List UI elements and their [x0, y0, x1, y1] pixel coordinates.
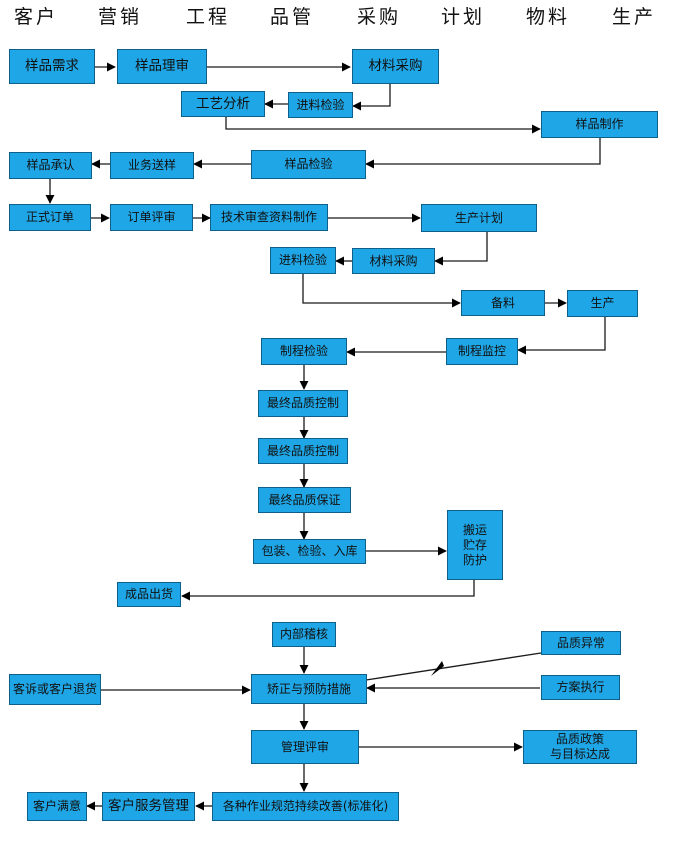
node-handling: 搬运 贮存 防护 — [447, 510, 503, 580]
node-incoming-inspection-1: 进料检验 — [288, 92, 353, 118]
node-customer-service: 客户服务管理 — [102, 792, 195, 821]
node-process-monitoring: 制程监控 — [446, 338, 518, 365]
node-final-qc-2: 最终品质控制 — [258, 438, 348, 464]
arrow-making-to-inspection — [365, 138, 601, 169]
node-management-review: 管理评审 — [251, 730, 359, 764]
arrow-handling-to-shipment — [181, 580, 475, 601]
node-internal-audit: 内部稽核 — [272, 622, 336, 647]
node-business-delivery: 业务送样 — [110, 152, 194, 179]
node-material-prep: 备料 — [461, 290, 545, 316]
header-planning: 计划 — [441, 6, 486, 28]
node-material-purchase-1: 材料采购 — [352, 49, 439, 84]
node-incoming-inspection-2: 进料检验 — [270, 247, 336, 274]
header-materials: 物料 — [526, 6, 571, 28]
node-process-inspection: 制程检验 — [261, 338, 347, 365]
node-final-qc-1: 最终品质控制 — [258, 390, 348, 417]
arrow-purchase-to-inspection — [352, 84, 391, 111]
department-header: 客户 营销 工程 品管 采购 计划 物料 生产 — [0, 0, 690, 34]
node-production: 生产 — [567, 290, 638, 317]
header-customer: 客户 — [14, 6, 59, 28]
node-plan-execution: 方案执行 — [541, 675, 620, 700]
node-complaint: 客诉或客户退货 — [9, 674, 101, 705]
node-packing: 包装、检验、入库 — [253, 539, 366, 564]
node-final-qa: 最终品质保证 — [258, 487, 351, 513]
header-production: 生产 — [612, 6, 657, 28]
arrow-inspection-to-prep — [302, 274, 461, 308]
node-sample-inspection: 样品检验 — [251, 150, 366, 179]
node-quality-policy: 品质政策 与目标达成 — [523, 730, 637, 764]
arrow-analysis-to-making — [225, 117, 541, 134]
node-sample-demand: 样品需求 — [9, 49, 95, 84]
node-customer-satisfaction: 客户满意 — [27, 792, 87, 821]
line-quality-abnormal — [365, 652, 542, 681]
node-shipment: 成品出货 — [117, 582, 181, 607]
arrow-production-to-monitoring — [517, 317, 606, 355]
header-quality: 品管 — [270, 6, 315, 28]
arrow-plan-to-purchase — [434, 232, 488, 266]
node-process-analysis: 工艺分析 — [181, 91, 265, 117]
node-sample-approval: 样品承认 — [9, 152, 92, 179]
header-engineering: 工程 — [186, 6, 231, 28]
header-purchasing: 采购 — [357, 6, 402, 28]
node-quality-abnormal: 品质异常 — [541, 631, 621, 655]
node-standardization: 各种作业规范持续改善(标准化) — [212, 792, 399, 821]
node-material-purchase-2: 材料采购 — [352, 248, 435, 274]
node-tech-review: 技术审查资料制作 — [210, 204, 328, 231]
node-sample-review: 样品理审 — [117, 49, 207, 84]
header-marketing: 营销 — [98, 6, 143, 28]
node-production-plan: 生产计划 — [421, 204, 537, 232]
node-corrective-preventive: 矫正与预防措施 — [251, 674, 367, 704]
arrowhead-quality-abnormal — [431, 661, 444, 676]
node-sample-making: 样品制作 — [541, 111, 658, 138]
node-order-review: 订单评审 — [110, 204, 193, 231]
node-formal-order: 正式订单 — [9, 204, 91, 231]
